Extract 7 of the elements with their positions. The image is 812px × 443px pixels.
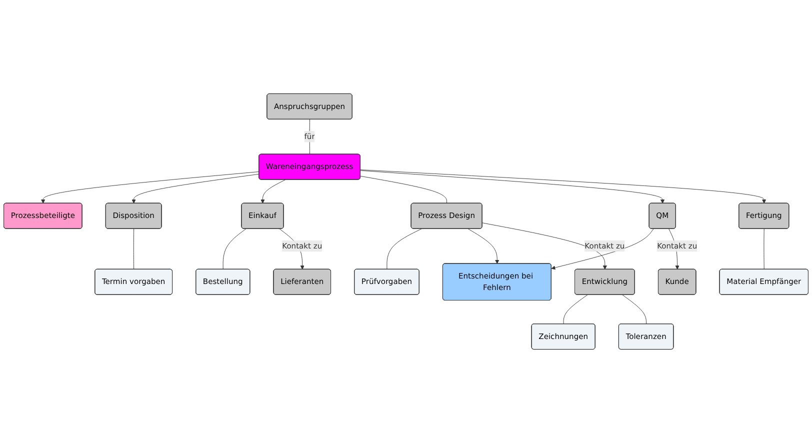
- connector: [563, 294, 588, 324]
- connector: [133, 228, 134, 270]
- connector: [622, 294, 647, 324]
- connector: [386, 228, 422, 270]
- connector: [309, 119, 310, 155]
- connector: [360, 176, 448, 204]
- connector: [222, 228, 246, 270]
